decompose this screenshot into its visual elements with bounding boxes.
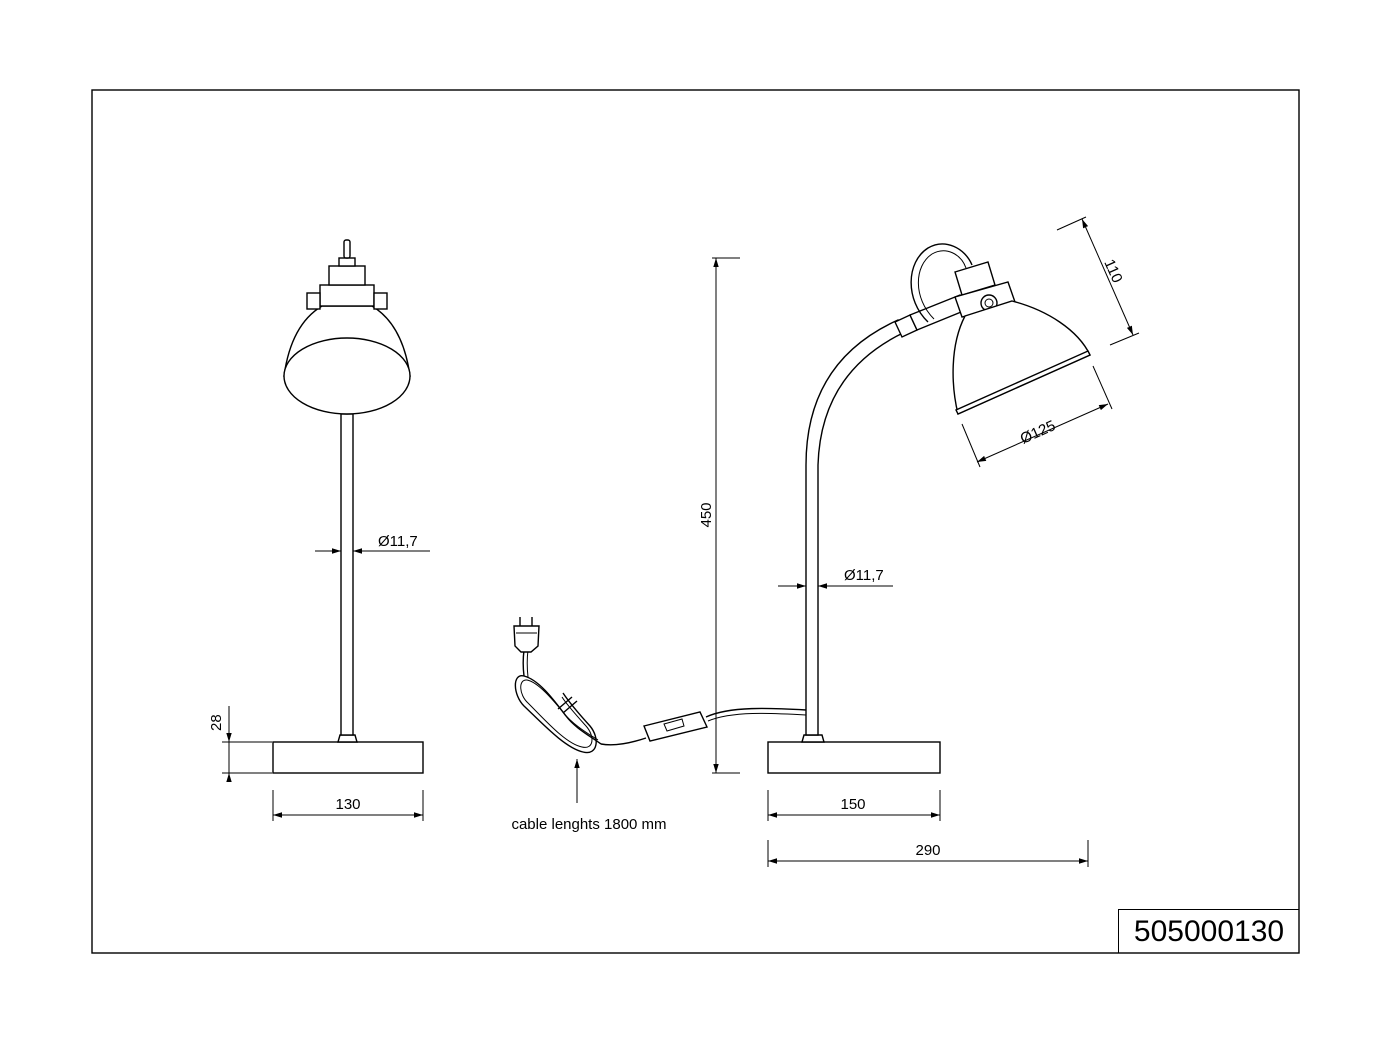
side-base (767, 741, 941, 774)
front-shade-opening (283, 337, 411, 415)
side-rod (805, 319, 906, 736)
side-base-width-dim: 150 (767, 790, 941, 821)
front-rod-foot (337, 734, 358, 743)
power-plug (513, 625, 540, 653)
cable-switch (643, 711, 708, 742)
total-height-dim: 450 (698, 257, 740, 774)
shade-height-label: 110 (1100, 257, 1125, 286)
front-view-lamp (272, 239, 424, 774)
cable-assembly (513, 617, 708, 754)
front-base-width-dim: 130 (272, 790, 424, 821)
front-knob-left (306, 292, 321, 310)
cable-length-note: cable lenghts 1800 mm (511, 759, 667, 833)
total-depth-dim: 290 (767, 840, 1089, 867)
drawing-frame (91, 89, 1300, 954)
front-socket (319, 284, 375, 307)
side-loop (910, 243, 973, 323)
total-depth-label: 290 (915, 842, 940, 859)
base-height-dim: 28 (208, 706, 272, 782)
shade-height-dim: 110 (1056, 216, 1140, 346)
total-height-label: 450 (698, 502, 715, 527)
front-knob-right (373, 292, 388, 310)
front-thread (338, 257, 356, 267)
side-rod-diameter-dim: Ø11,7 (778, 567, 893, 589)
side-rod-diameter-label: Ø11,7 (844, 567, 884, 584)
product-code: 505000130 (1118, 909, 1299, 953)
side-rod-foot (801, 734, 825, 743)
cable-to-switch (705, 707, 807, 718)
side-view-lamp (705, 243, 1091, 774)
side-shade (952, 300, 1091, 415)
front-base-width-label: 130 (335, 796, 360, 813)
cable-coil (514, 675, 602, 754)
front-rod-diameter-label: Ø11,7 (378, 533, 418, 550)
side-shade-rim (955, 350, 1091, 415)
front-base (272, 741, 424, 774)
shade-diameter-label: Ø125 (1018, 417, 1058, 447)
side-base-width-label: 150 (840, 796, 865, 813)
front-socket-ring (328, 265, 366, 286)
base-height-label: 28 (208, 714, 225, 731)
front-nipple (343, 239, 351, 259)
front-rod (340, 413, 354, 736)
cable-length-label: cable lenghts 1800 mm (511, 816, 666, 833)
front-rod-diameter-dim: Ø11,7 (315, 533, 430, 554)
